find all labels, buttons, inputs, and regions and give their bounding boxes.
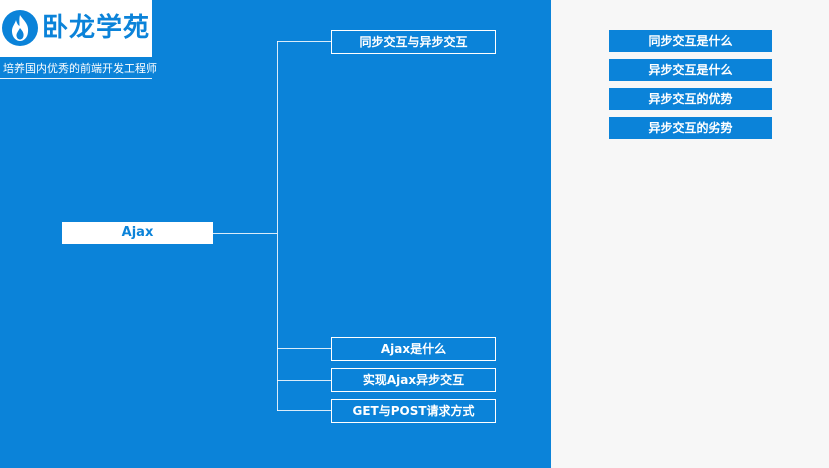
branch-node-get-post: GET与POST请求方式 <box>331 399 496 423</box>
brand-name: 卧龙学苑 <box>42 13 151 43</box>
root-node-ajax: Ajax <box>62 222 213 244</box>
branch-connector <box>277 410 331 411</box>
brand-logo: 卧龙学苑 <box>0 0 152 57</box>
flame-icon <box>2 10 38 46</box>
branch-connector <box>277 41 331 42</box>
detail-node-what-is-async: 异步交互是什么 <box>609 59 772 81</box>
branch-connector <box>277 348 331 349</box>
mindmap-panel: 卧龙学苑 培养国内优秀的前端开发工程师 Ajax 同步交互与异步交互 Ajax是… <box>0 0 551 468</box>
trunk-line <box>277 41 278 411</box>
brand-slogan: 培养国内优秀的前端开发工程师 <box>3 62 157 75</box>
slogan-underline <box>0 78 152 79</box>
detail-node-async-advantages: 异步交互的优势 <box>609 88 772 110</box>
branch-node-what-is-ajax: Ajax是什么 <box>331 337 496 361</box>
detail-node-async-disadvantages: 异步交互的劣势 <box>609 117 772 139</box>
branch-connector <box>277 380 331 381</box>
branch-node-sync-async: 同步交互与异步交互 <box>331 30 496 54</box>
root-connector <box>213 233 277 234</box>
branch-node-implement-ajax: 实现Ajax异步交互 <box>331 368 496 392</box>
detail-node-what-is-sync: 同步交互是什么 <box>609 30 772 52</box>
